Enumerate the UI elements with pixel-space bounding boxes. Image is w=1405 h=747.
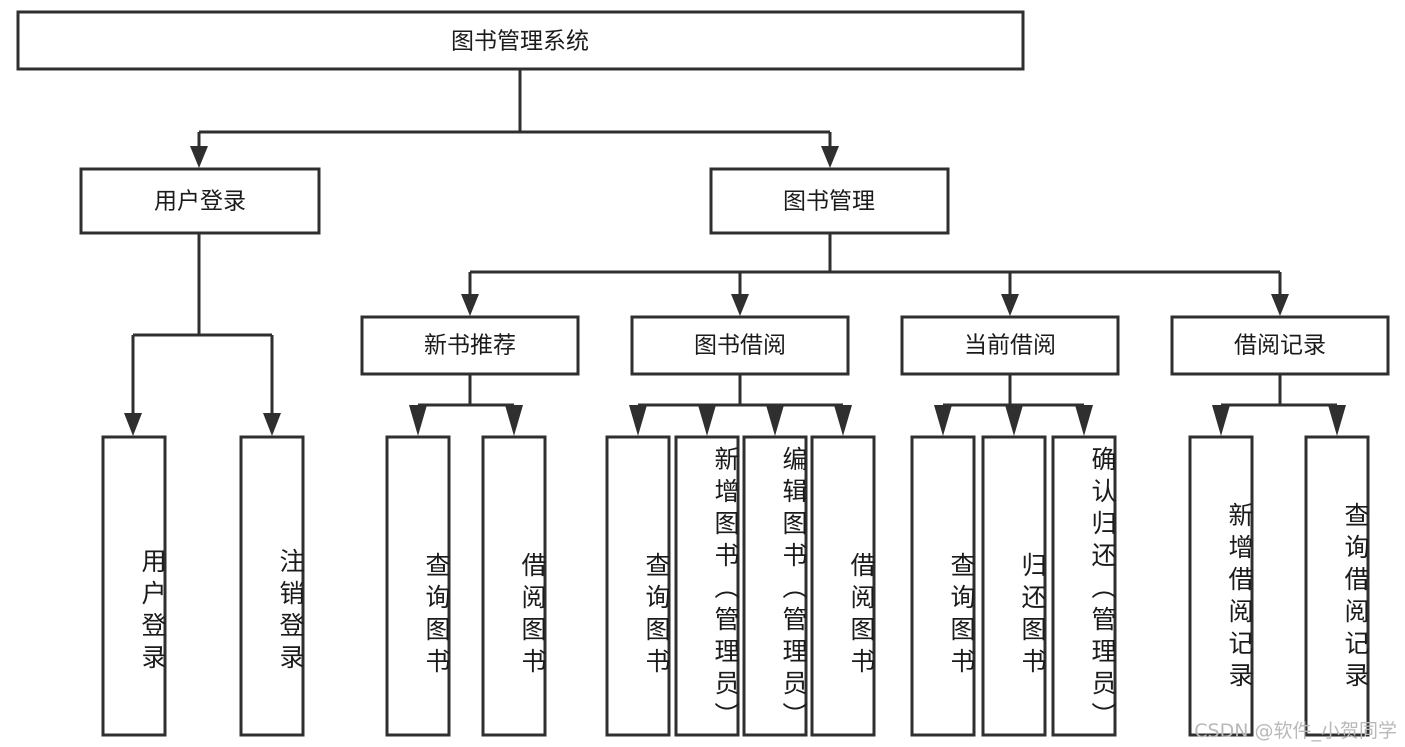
leaf-box-borrow-books-new[interactable] xyxy=(481,435,547,737)
node-new-book-recommend-label: 新书推荐 xyxy=(424,333,516,359)
node-user-login-box[interactable] xyxy=(79,167,321,235)
node-current-borrow[interactable]: 当前借阅 xyxy=(900,315,1120,376)
node-root-label: 图书管理系统 xyxy=(451,29,589,55)
node-book-management-label: 图书管理 xyxy=(783,189,875,215)
connector-group-records xyxy=(1212,374,1346,436)
node-borrow-records[interactable]: 借阅记录 xyxy=(1170,315,1390,376)
arrow-borrow-c3 xyxy=(766,405,784,436)
leaf-box-user-login[interactable] xyxy=(101,435,167,737)
arrow-newbooks-c2 xyxy=(505,405,523,436)
node-new-book-recommend-box[interactable] xyxy=(360,315,580,376)
connector-group-current-borrow xyxy=(934,374,1093,436)
node-current-borrow-label: 当前借阅 xyxy=(964,333,1056,359)
leaf-box-group xyxy=(101,435,1370,737)
node-user-login[interactable]: 用户登录 xyxy=(79,167,321,235)
leaf-box-query-books-new[interactable] xyxy=(385,435,451,737)
node-root[interactable]: 图书管理系统 xyxy=(16,10,1025,71)
leaf-box-return-books[interactable] xyxy=(981,435,1047,737)
arrow-records-c2 xyxy=(1328,405,1346,436)
leaf-box-add-borrow-record[interactable] xyxy=(1188,435,1254,737)
arrow-current-c1 xyxy=(934,405,952,436)
arrow-root-to-login xyxy=(190,146,208,168)
arrow-records-c1 xyxy=(1212,405,1230,436)
arrow-bookmgmt-c1 xyxy=(461,294,479,316)
arrow-root-to-bookmgmt xyxy=(821,146,839,168)
arrow-newbooks-c1 xyxy=(409,405,427,436)
arrow-login-c2 xyxy=(263,413,281,436)
node-borrow-records-box[interactable] xyxy=(1170,315,1390,376)
leaf-box-borrow-books[interactable] xyxy=(810,435,876,737)
arrow-bookmgmt-c4 xyxy=(1271,294,1289,316)
arrow-current-c2 xyxy=(1005,405,1023,436)
arrow-borrow-c2 xyxy=(698,405,716,436)
node-book-borrow-label: 图书借阅 xyxy=(694,333,786,359)
node-book-management[interactable]: 图书管理 xyxy=(709,167,950,235)
node-borrow-records-label: 借阅记录 xyxy=(1234,333,1326,359)
node-new-book-recommend[interactable]: 新书推荐 xyxy=(360,315,580,376)
leaf-box-query-books-borrow[interactable] xyxy=(605,435,671,737)
connector-group-borrow xyxy=(629,374,852,436)
node-user-login-label: 用户登录 xyxy=(154,189,246,215)
connector-group-root xyxy=(190,69,839,168)
node-root-box[interactable] xyxy=(16,10,1025,71)
leaf-box-confirm-return-admin[interactable] xyxy=(1051,435,1117,737)
arrow-borrow-c4 xyxy=(834,405,852,436)
arrow-borrow-c1 xyxy=(629,405,647,436)
leaf-box-query-books-current[interactable] xyxy=(910,435,976,737)
arrow-login-c1 xyxy=(124,413,142,436)
leaf-box-edit-book-admin[interactable] xyxy=(742,435,808,737)
node-book-borrow[interactable]: 图书借阅 xyxy=(630,315,850,376)
connector-group-new-books xyxy=(409,374,523,436)
node-current-borrow-box[interactable] xyxy=(900,315,1120,376)
connector-group-book-mgmt xyxy=(461,233,1289,316)
leaf-box-query-borrow-record[interactable] xyxy=(1304,435,1370,737)
node-book-management-box[interactable] xyxy=(709,167,950,235)
node-book-borrow-box[interactable] xyxy=(630,315,850,376)
arrow-current-c3 xyxy=(1075,405,1093,436)
arrow-bookmgmt-c3 xyxy=(1001,294,1019,316)
watermark-text: CSDN @软件_小贺同学 xyxy=(1194,720,1397,742)
leaf-box-logout[interactable] xyxy=(239,435,305,737)
leaf-box-add-book-admin[interactable] xyxy=(674,435,740,737)
arrow-bookmgmt-c2 xyxy=(731,294,749,316)
connector-group-user-login xyxy=(124,233,281,436)
